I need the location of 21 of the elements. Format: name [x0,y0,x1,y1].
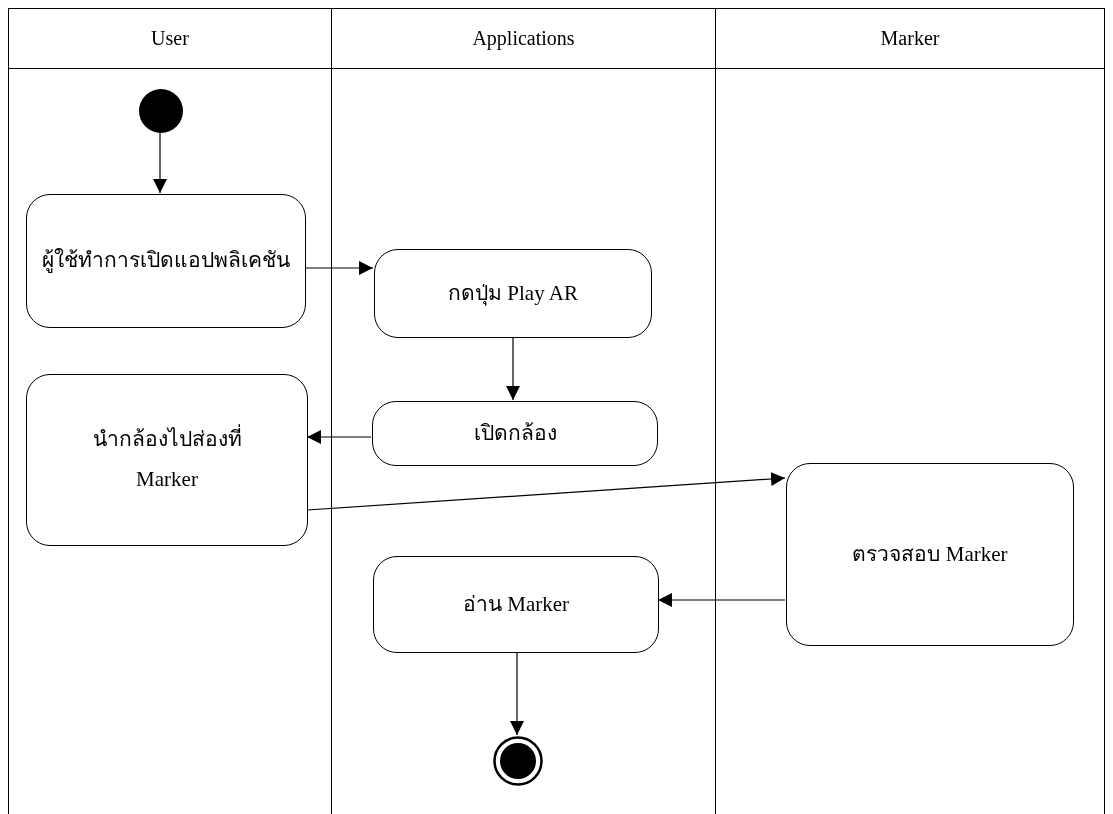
arrow [657,593,786,607]
arrow [306,471,786,511]
arrow [510,651,524,736]
arrow [306,430,372,444]
action-box: นำกล้องไปส่องที่ Marker [26,374,308,546]
action-box: ผู้ใช้ทำการเปิดแอปพลิเคชัน [26,194,306,328]
start-node [139,89,183,133]
arrow [153,131,167,194]
arrow [304,261,374,275]
swimlane [715,8,1105,814]
lane-header: Applications [472,27,575,50]
swimlane [331,8,715,814]
lane-header: User [151,27,189,50]
swimlane [8,8,331,814]
lane-header: Marker [880,27,940,50]
action-box: อ่าน Marker [373,556,659,653]
action-box: ตรวจสอบ Marker [786,463,1074,646]
arrow [506,336,520,401]
end-node [493,736,543,786]
action-box: เปิดกล้อง [372,401,658,466]
action-box: กดปุ่ม Play AR [374,249,652,338]
